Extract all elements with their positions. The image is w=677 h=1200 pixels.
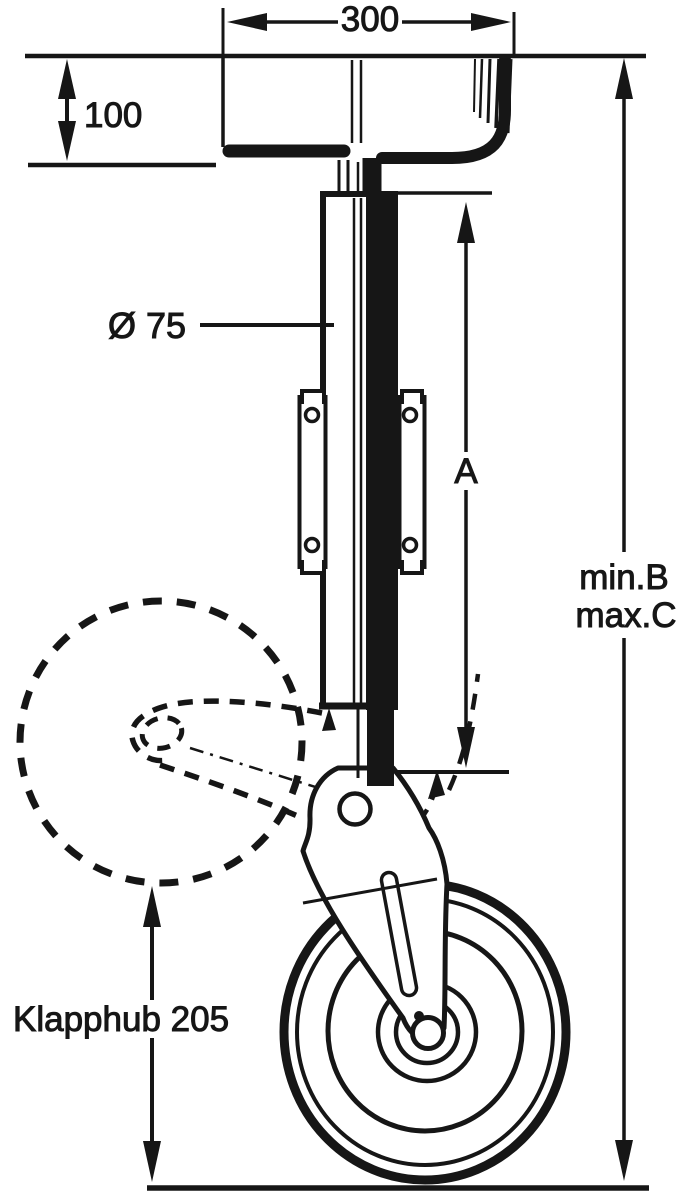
- clamp-tab-left-top: [300, 389, 326, 404]
- folded-hub-dashed-loop: [139, 715, 185, 751]
- dim-A-arrow-up: [457, 202, 475, 243]
- clamp-tab-left-bottom: [300, 560, 326, 575]
- outer-tube: [319, 191, 398, 710]
- dim-minB-maxC: min.B max.C: [575, 58, 677, 1181]
- housing-bottom-plate-right-and-wall: [376, 54, 511, 164]
- dim-300: 300: [221, 0, 516, 120]
- pivot-bolt-hole: [337, 791, 373, 827]
- grease-nipple-dot: [414, 1011, 424, 1021]
- dim-diameter: Ø 75: [108, 305, 334, 347]
- bolt-hole-left-top: [303, 406, 321, 424]
- clamp-tab-right-top: [400, 389, 424, 404]
- folded-axis-dash-dot: [189, 746, 339, 796]
- crank-handle-line-1: [502, 58, 513, 134]
- crank-handle-line-2: [494, 58, 501, 129]
- dim-300-label: 300: [341, 0, 399, 39]
- bolt-hole-left-bottom: [303, 536, 321, 554]
- dim-klapphub-label: Klapphub 205: [13, 1000, 229, 1039]
- dim-klapphub-arrow-down: [143, 1141, 161, 1182]
- dim-300-arrow-left: [227, 13, 267, 31]
- crank-handle-line-5: [473, 58, 476, 113]
- dim-100-arrow-up: [58, 59, 76, 99]
- dim-A-label: A: [454, 452, 478, 491]
- mount-housing: [221, 54, 513, 164]
- dim-klapphub: Klapphub 205: [13, 886, 230, 1182]
- fold-direction-arrowhead: [322, 708, 336, 731]
- dim-diameter-label: Ø 75: [108, 305, 186, 346]
- bolt-hole-right-bottom: [401, 536, 419, 554]
- swing-arc-arrowhead: [428, 770, 445, 799]
- dim-klapphub-arrow-up: [143, 886, 161, 927]
- folded-wheel-dashed-circle: [16, 597, 306, 887]
- outer-tube-dark-side: [366, 192, 398, 710]
- dim-minB-label: min.B: [579, 558, 668, 597]
- folded-fork-lower-dashed: [159, 762, 304, 821]
- inner-tube: [356, 708, 394, 786]
- dim-height-arrow-down: [615, 1140, 633, 1181]
- crank-handle-line-3: [486, 58, 492, 124]
- fork-slot: [379, 870, 419, 998]
- folded-fork-upper-dashed: [129, 698, 323, 764]
- dim-height-arrow-up: [615, 58, 633, 99]
- neck-dark-side: [362, 158, 382, 194]
- dim-A: A: [396, 191, 509, 774]
- crank-neck: [337, 158, 382, 194]
- dim-100-arrow-down: [58, 121, 76, 161]
- crank-handle-line-4: [478, 58, 484, 119]
- dim-100: 100: [28, 59, 216, 168]
- bolt-hole-right-top: [401, 406, 419, 424]
- dim-maxC-label: max.C: [575, 596, 676, 635]
- dim-A-arrow-down: [457, 727, 475, 768]
- clamp-bracket: [297, 389, 427, 575]
- dim-100-label: 100: [84, 96, 142, 135]
- clamp-tab-right-bottom: [400, 560, 424, 575]
- fork-assembly: [300, 765, 450, 1051]
- axle-cap: [410, 1015, 446, 1051]
- dim-300-arrow-right: [471, 13, 511, 31]
- inner-tube-dark-side: [367, 708, 394, 786]
- fork-weld-line: [302, 877, 438, 905]
